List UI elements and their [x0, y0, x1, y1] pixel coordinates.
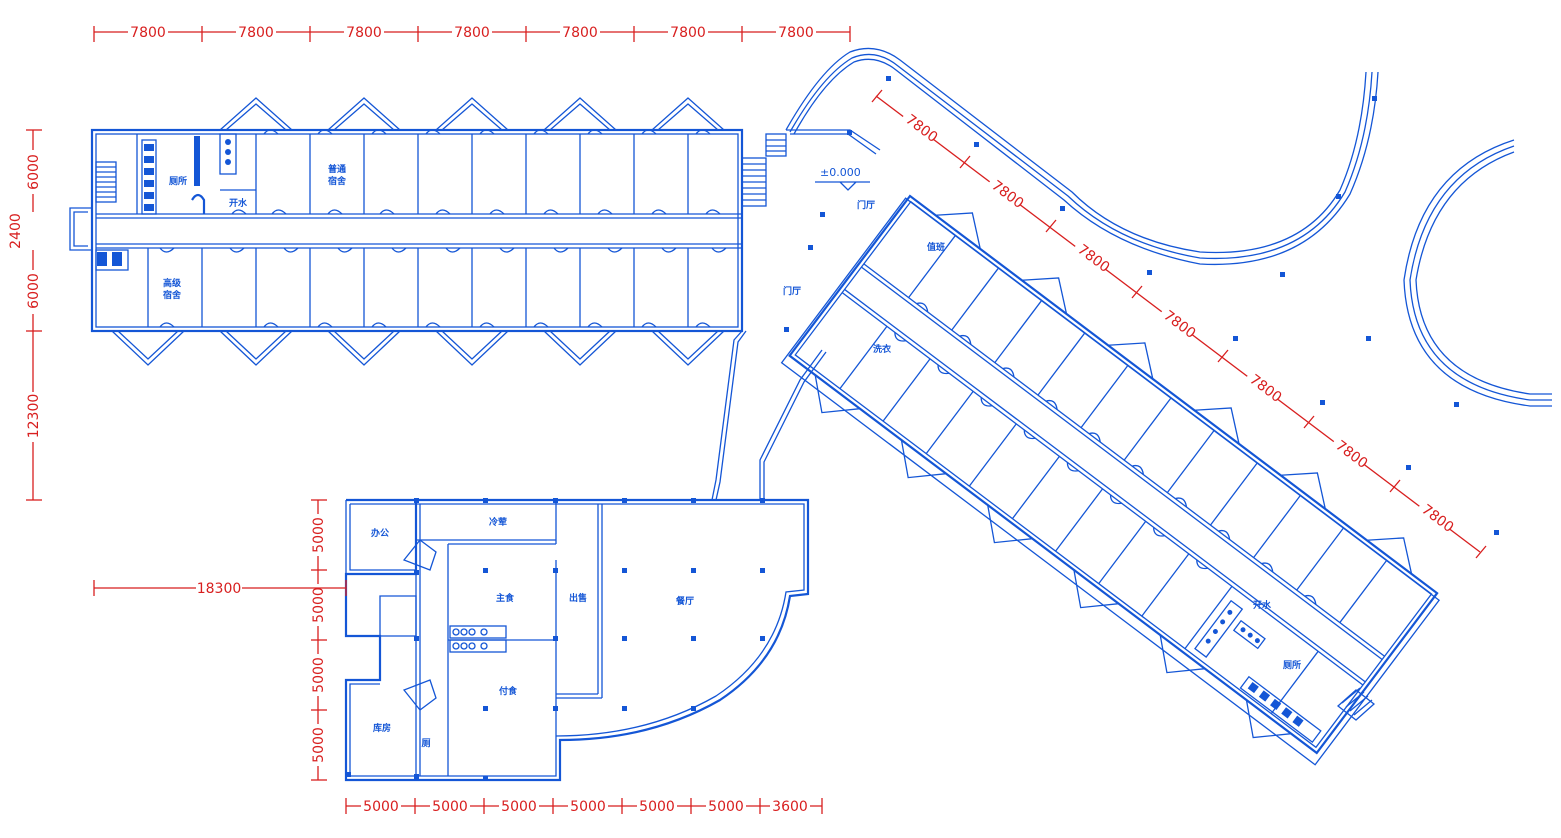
dim-bottom-2: 5000 — [432, 799, 468, 815]
dim-bottom-1: 5000 — [363, 799, 399, 815]
left-dimension-chain: 6000 2400 6000 12300 — [8, 129, 42, 501]
toilet-fixtures-west — [95, 133, 237, 271]
label-ordinary-dorm-1: 普通 — [328, 163, 346, 175]
dim-bottom-3: 5000 — [501, 799, 537, 815]
dim-bottom-5: 5000 — [639, 799, 675, 815]
dim-top-7: 7800 — [778, 25, 814, 41]
dim-top-2: 7800 — [238, 25, 274, 41]
label-office: 办公 — [371, 527, 389, 539]
label-boiling-west: 开水 — [229, 197, 248, 209]
label-level: ±0.000 — [820, 166, 861, 179]
label-lobby-2: 门厅 — [783, 285, 801, 297]
dim-canteen-4: 5000 — [311, 727, 327, 763]
dim-bottom-6: 5000 — [708, 799, 744, 815]
dim-top-1: 7800 — [130, 25, 166, 41]
label-senior-dorm-1: 高级 — [163, 277, 182, 289]
dim-left-2: 2400 — [8, 213, 24, 249]
dim-bottom-4: 5000 — [570, 799, 606, 815]
label-senior-dorm-2: 宿舍 — [163, 289, 182, 301]
lobby-connector: ±0.000 门厅 门厅 — [711, 47, 1552, 535]
label-lobby-1: 门厅 — [857, 199, 875, 211]
dim-left-4: 12300 — [26, 394, 42, 439]
dim-top-6: 7800 — [670, 25, 706, 41]
label-side-dish: 付食 — [499, 685, 518, 697]
label-ordinary-dorm-2: 宿舍 — [328, 175, 347, 187]
label-boiling-east: 开水 — [1253, 599, 1272, 611]
dim-offset: 18300 — [197, 581, 242, 597]
dim-left-3: 6000 — [26, 273, 42, 309]
east-wing-outline — [780, 197, 1441, 766]
dim-canteen-3: 5000 — [311, 657, 327, 693]
dim-canteen-1: 5000 — [311, 517, 327, 553]
label-duty: 值班 — [927, 241, 945, 253]
label-staple-food: 主食 — [496, 592, 515, 604]
label-dining-hall: 餐厅 — [675, 595, 694, 607]
label-storage: 库房 — [373, 722, 391, 734]
dim-canteen-2: 5000 — [311, 587, 327, 623]
dim-left-1: 6000 — [26, 154, 42, 190]
label-cold-dish: 冷荤 — [489, 516, 507, 528]
canteen-block: 办公 冷荤 主食 出售 餐厅 付食 库房 厕 — [344, 498, 810, 782]
label-toilet-east: 厕所 — [1283, 659, 1301, 671]
label-wc: 厕 — [421, 738, 430, 749]
dim-top-5: 7800 — [562, 25, 598, 41]
dim-top-3: 7800 — [346, 25, 382, 41]
canteen-left-dimension: 5000 5000 5000 5000 — [308, 499, 328, 781]
east-stair — [1336, 687, 1376, 721]
top-dimension-chain: 7800 7800 7800 7800 7800 7800 7800 — [93, 22, 851, 42]
label-laundry: 洗衣 — [873, 343, 891, 355]
label-toilet-west: 厕所 — [169, 175, 187, 187]
dim-top-4: 7800 — [454, 25, 490, 41]
west-dorm-wing: 厕所 开水 普通 宿舍 高级 宿舍 — [69, 97, 787, 366]
east-dorm-wing — [788, 194, 1439, 755]
bottom-dimension-chain: 5000 5000 5000 5000 5000 5000 3600 — [345, 797, 823, 815]
offset-dimension: 18300 — [93, 578, 347, 597]
label-serving: 出售 — [569, 592, 587, 604]
dim-bottom-7: 3600 — [772, 799, 808, 815]
